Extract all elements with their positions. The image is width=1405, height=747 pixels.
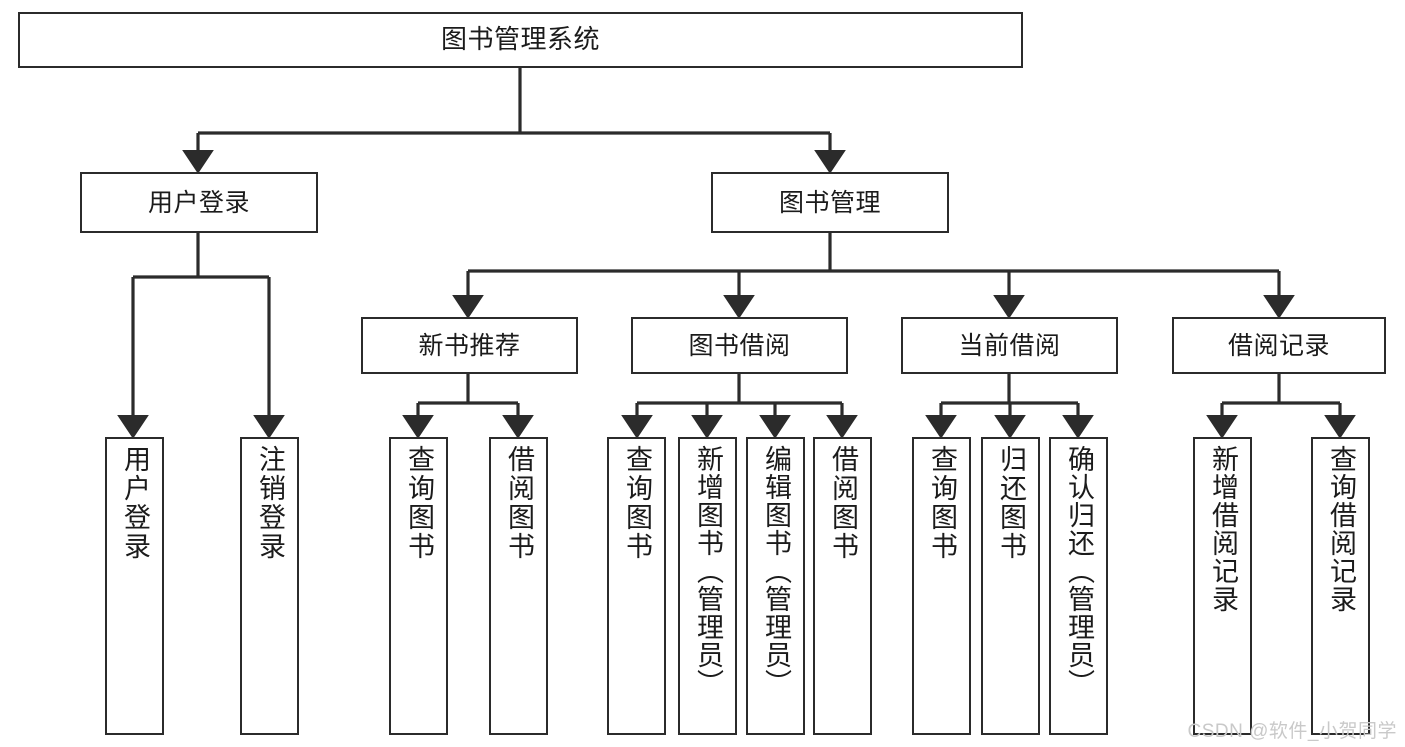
node-label: 新增借阅记录 bbox=[1208, 445, 1238, 613]
watermark-text: CSDN @软件_小贺同学 bbox=[1187, 721, 1397, 742]
node-leaf-query-record[interactable]: 查询借阅记录 bbox=[1311, 437, 1370, 735]
node-leaf-confirm-return[interactable]: 确认归还（管理员） bbox=[1049, 437, 1108, 735]
node-label: 查询图书 bbox=[622, 445, 652, 561]
node-leaf-return-book[interactable]: 归还图书 bbox=[981, 437, 1040, 735]
node-label: 新书推荐 bbox=[418, 331, 521, 360]
node-label: 注销登录 bbox=[255, 445, 285, 561]
node-root-system[interactable]: 图书管理系统 bbox=[18, 12, 1023, 68]
node-leaf-logout[interactable]: 注销登录 bbox=[240, 437, 299, 735]
node-label: 借阅图书 bbox=[828, 445, 858, 561]
node-label: 借阅图书 bbox=[504, 445, 534, 561]
node-label: 新增图书（管理员） bbox=[693, 445, 723, 697]
node-label: 归还图书 bbox=[996, 445, 1026, 561]
node-label: 查询图书 bbox=[927, 445, 957, 561]
node-leaf-query-book-2[interactable]: 查询图书 bbox=[607, 437, 666, 735]
node-leaf-user-login[interactable]: 用户登录 bbox=[105, 437, 164, 735]
node-label: 当前借阅 bbox=[958, 331, 1061, 360]
node-leaf-edit-book[interactable]: 编辑图书（管理员） bbox=[746, 437, 805, 735]
node-book-borrow[interactable]: 图书借阅 bbox=[631, 317, 848, 374]
node-leaf-query-book-3[interactable]: 查询图书 bbox=[912, 437, 971, 735]
node-label: 查询图书 bbox=[404, 445, 434, 561]
node-leaf-add-book[interactable]: 新增图书（管理员） bbox=[678, 437, 737, 735]
node-leaf-borrow-book-1[interactable]: 借阅图书 bbox=[489, 437, 548, 735]
node-new-book-recommend[interactable]: 新书推荐 bbox=[361, 317, 578, 374]
node-label: 借阅记录 bbox=[1227, 331, 1330, 360]
node-leaf-add-record[interactable]: 新增借阅记录 bbox=[1193, 437, 1252, 735]
node-leaf-borrow-book-2[interactable]: 借阅图书 bbox=[813, 437, 872, 735]
node-label: 确认归还（管理员） bbox=[1064, 445, 1094, 697]
node-label: 编辑图书（管理员） bbox=[761, 445, 791, 697]
node-label: 图书管理 bbox=[778, 188, 881, 217]
node-book-manage[interactable]: 图书管理 bbox=[711, 172, 949, 233]
node-label: 图书管理系统 bbox=[440, 24, 600, 55]
node-label: 用户登录 bbox=[120, 445, 150, 561]
node-label: 图书借阅 bbox=[688, 331, 791, 360]
node-current-borrow[interactable]: 当前借阅 bbox=[901, 317, 1118, 374]
node-label: 查询借阅记录 bbox=[1326, 445, 1356, 613]
node-leaf-query-book-1[interactable]: 查询图书 bbox=[389, 437, 448, 735]
node-user-login[interactable]: 用户登录 bbox=[80, 172, 318, 233]
node-label: 用户登录 bbox=[147, 188, 250, 217]
node-borrow-record[interactable]: 借阅记录 bbox=[1172, 317, 1386, 374]
